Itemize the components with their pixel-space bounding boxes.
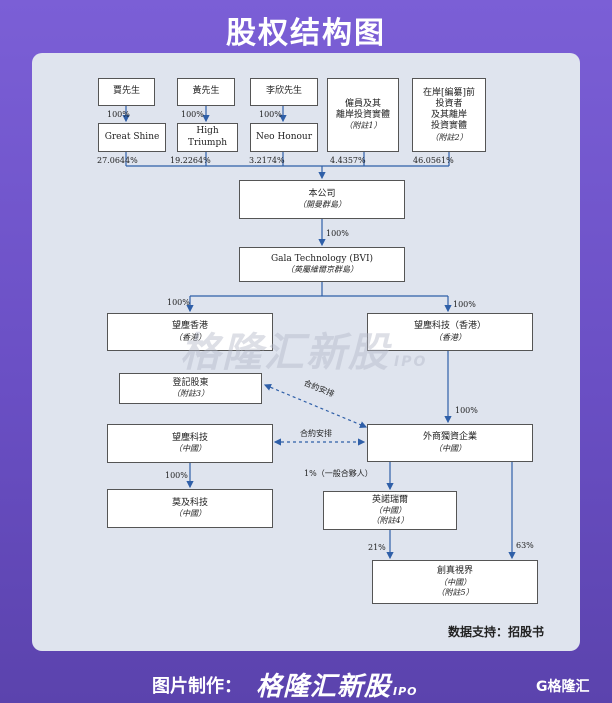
great-shine-name: Great Shine [104, 131, 160, 142]
holdco-pct-1: 100% [107, 110, 130, 119]
high-triumph-box: High Triumph [177, 123, 238, 152]
gala-pct-right: 100% [453, 300, 476, 309]
top-pct-2: 19.2264% [170, 156, 211, 165]
person-li-name: 李欣先生 [265, 86, 302, 97]
gala-box: Gala Technology (BVI) （英屬維爾京群島） [239, 247, 405, 282]
wangchen-place: （中國） [174, 444, 206, 454]
footer-logo-text: 格隆汇新股 [256, 672, 392, 702]
company-box: 本公司 （開曼群島） [239, 180, 405, 219]
footer-maker: 图片制作： [152, 676, 242, 697]
hk2-name: 望塵科技（香港） [413, 321, 486, 332]
gala-place: （英屬維爾京群島） [286, 265, 358, 275]
employee-holders-line1: 僱員及其 [344, 98, 381, 109]
mo-pct: 100% [165, 471, 188, 480]
footer-brand-mark: G格隆汇 [536, 679, 590, 695]
onshore-investors-line4: 投資實體 [430, 121, 467, 132]
company-place: （開曼群島） [298, 200, 346, 210]
high-triumph-line2: Triumph [187, 137, 228, 148]
watermark-text: 格隆汇新股 [180, 330, 390, 376]
top-pct-3: 3.2174% [249, 156, 285, 165]
company-name: 本公司 [308, 188, 336, 199]
watermark-ipo: IPO [394, 354, 428, 370]
person-jia-box: 賈先生 [98, 78, 155, 106]
wfoe-pct: 100% [455, 406, 478, 415]
gala-pct-left: 100% [167, 298, 190, 307]
holdco-pct-2: 100% [181, 110, 204, 119]
page-title: 股权结构图 [226, 16, 386, 51]
pct-21: 21% [368, 543, 386, 552]
top-pct-4: 4.4357% [330, 156, 366, 165]
neo-honour-box: Neo Honour [250, 123, 318, 152]
footer-logo-ipo: IPO [393, 685, 418, 698]
yingnuo-place: （中國） [374, 506, 406, 516]
yingnuo-note: （附註4） [371, 516, 409, 526]
diagram-panel [32, 53, 580, 651]
gala-name: Gala Technology (BVI) [270, 253, 374, 264]
hk2-place: （香港） [434, 332, 466, 342]
gp-label: 1%（一般合夥人） [304, 469, 373, 478]
person-li-box: 李欣先生 [250, 78, 318, 106]
onshore-investors-line2: 投資者 [435, 98, 463, 109]
pct-63: 63% [516, 541, 534, 550]
hk1-box: 望塵香港 （香港） [107, 313, 273, 351]
top-pct-5: 46.0561% [413, 156, 454, 165]
mo-place: （中國） [174, 509, 206, 519]
employee-holders-box: 僱員及其 離岸投資實體 （附註1） [327, 78, 399, 152]
chuangzhen-note: （附註5） [436, 587, 474, 597]
registered-shareholders-name: 登記股東 [172, 377, 209, 388]
hk2-box: 望塵科技（香港） （香港） [367, 313, 533, 351]
chuangzhen-box: 創真視界 （中國） （附註5） [372, 560, 538, 604]
great-shine-box: Great Shine [98, 123, 166, 152]
person-huang-name: 黃先生 [192, 86, 220, 97]
onshore-investors-box: 在岸[編纂]前 投資者 及其離岸 投資實體 （附註2） [412, 78, 486, 152]
onshore-investors-note: （附註2） [430, 132, 468, 142]
wfoe-box: 外商獨資企業 （中國） [367, 424, 533, 462]
neo-honour-name: Neo Honour [255, 131, 313, 142]
employee-holders-note: （附註1） [344, 121, 382, 131]
wfoe-place: （中國） [434, 443, 466, 453]
mo-box: 莫及科技 （中國） [107, 489, 273, 528]
person-huang-box: 黃先生 [177, 78, 235, 106]
yingnuo-name: 英諾瑞爾 [371, 494, 408, 505]
onshore-investors-line3: 及其離岸 [430, 110, 467, 120]
wangchen-box: 望塵科技 （中國） [107, 424, 273, 463]
top-pct-1: 27.0644% [97, 156, 138, 165]
hk1-place: （香港） [174, 332, 206, 342]
yingnuo-box: 英諾瑞爾 （中國） （附註4） [323, 491, 457, 530]
wfoe-name: 外商獨資企業 [422, 432, 477, 443]
chuangzhen-place: （中國） [439, 577, 471, 587]
mo-name: 莫及科技 [171, 497, 208, 508]
wangchen-name: 望塵科技 [171, 432, 208, 443]
company-pct: 100% [326, 229, 349, 238]
registered-shareholders-note: （附註3） [171, 389, 210, 399]
employee-holders-line2: 離岸投資實體 [335, 110, 390, 120]
holdco-pct-3: 100% [259, 110, 282, 119]
chuangzhen-name: 創真視界 [436, 566, 473, 577]
hk1-name: 望塵香港 [171, 321, 208, 332]
onshore-investors-line1: 在岸[編纂]前 [422, 87, 476, 98]
contract-label-2: 合約安排 [300, 429, 332, 438]
registered-shareholders-box: 登記股東 （附註3） [119, 373, 262, 404]
data-source: 数据支持：招股书 [448, 625, 545, 639]
person-jia-name: 賈先生 [112, 86, 140, 97]
high-triumph-line1: High [196, 126, 219, 137]
